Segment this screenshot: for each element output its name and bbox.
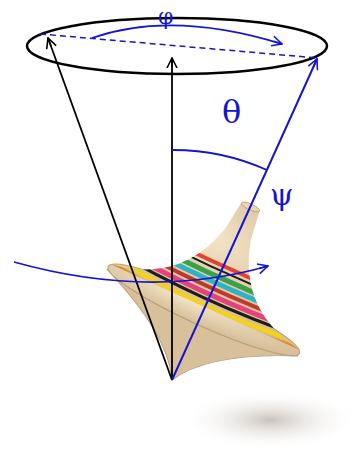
angle-label: θ	[220, 96, 243, 128]
angle-label: ψ	[268, 180, 296, 210]
angle-label: φ	[156, 6, 175, 28]
